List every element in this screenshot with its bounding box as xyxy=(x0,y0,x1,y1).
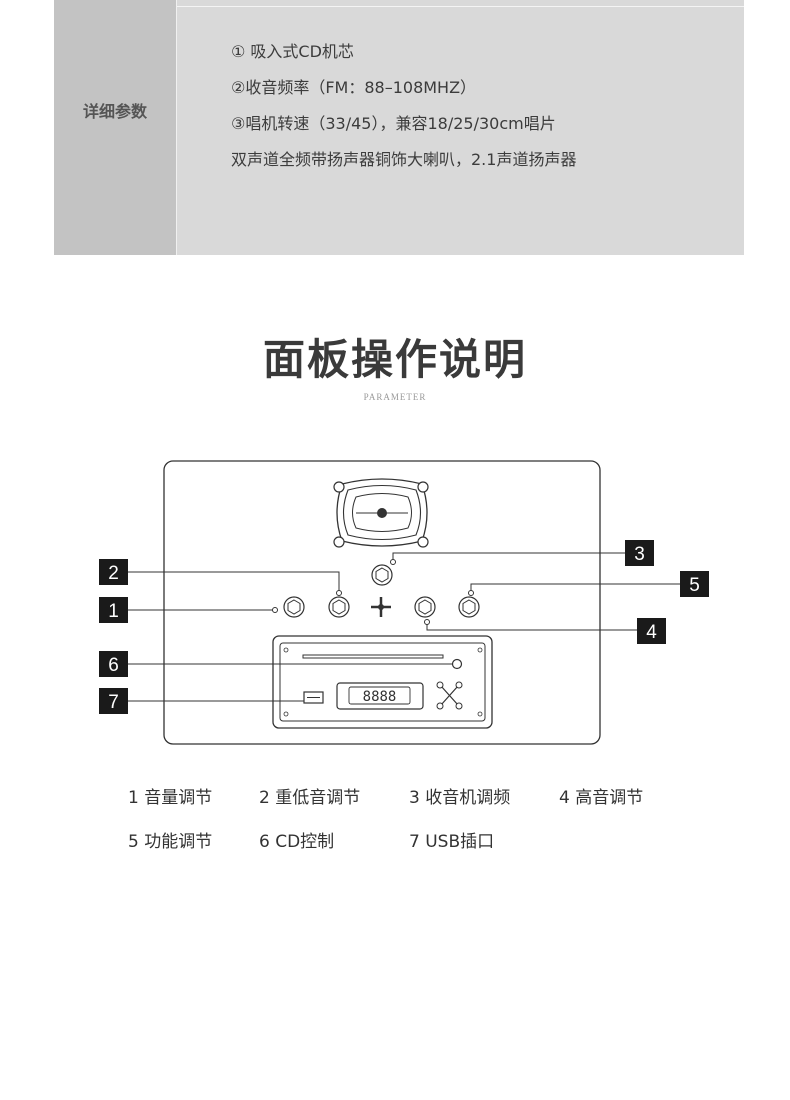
led-display xyxy=(336,682,424,710)
svg-text:1: 1 xyxy=(108,601,119,622)
spec-divider xyxy=(176,0,177,255)
section-subtitle: PARAMETER xyxy=(363,392,427,402)
cd-slot xyxy=(302,654,444,659)
svg-text:5: 5 xyxy=(689,575,700,596)
svg-text:3: 3 xyxy=(634,544,645,565)
legend-item-1: 1 音量调节 xyxy=(128,788,213,808)
legend-item-5: 5 功能调节 xyxy=(128,832,213,852)
svg-text:2: 2 xyxy=(108,563,119,584)
spec-label: 详细参数 xyxy=(82,102,147,121)
spec-label-cell xyxy=(54,0,176,255)
callout-3: 3 xyxy=(390,540,654,566)
spec-table: 详细参数 ① 吸入式CD机芯 ②收音频率（FM：88–108MHZ） ③唱机转速… xyxy=(54,0,744,255)
callout-4: 4 xyxy=(424,618,666,644)
spec-line-2: ②收音频率（FM：88–108MHZ） xyxy=(231,78,477,97)
knob-volume xyxy=(283,596,305,618)
cd-module: 8888 xyxy=(272,635,493,729)
legend-item-4: 4 高音调节 xyxy=(559,788,644,808)
table-top-rule xyxy=(54,6,744,7)
legend-item-6: 6 CD控制 xyxy=(259,832,335,852)
legend-item-2: 2 重低音调节 xyxy=(259,788,361,808)
svg-text:7: 7 xyxy=(108,692,119,713)
callout-2: 2 xyxy=(99,559,342,596)
spec-line-1: ① 吸入式CD机芯 xyxy=(231,42,354,61)
panel-outline xyxy=(163,460,601,745)
cd-button xyxy=(451,658,463,670)
callout-6: 6 xyxy=(99,651,452,677)
legend-item-3: 3 收音机调频 xyxy=(409,788,511,808)
legend-item-7: 7 USB插口 xyxy=(409,832,495,852)
speaker-horn xyxy=(333,478,429,548)
callout-7: 7 xyxy=(99,688,304,714)
usb-port-icon xyxy=(303,691,324,704)
callout-1: 1 xyxy=(99,597,278,623)
cross-ornament-icon xyxy=(371,597,391,617)
spec-line-4: 双声道全频带扬声器铜饰大喇叭，2.1声道扬声器 xyxy=(231,150,577,169)
spec-line-3: ③唱机转速（33/45），兼容18/25/30cm唱片 xyxy=(231,114,556,133)
section-title: 面板操作说明 xyxy=(262,335,527,384)
knob-treble xyxy=(414,596,436,618)
display-digits: 8888 xyxy=(363,689,397,705)
knob-tuning xyxy=(371,564,393,586)
knob-bass xyxy=(328,596,350,618)
spec-lines: ① 吸入式CD机芯 ②收音频率（FM：88–108MHZ） ③唱机转速（33/4… xyxy=(231,40,731,184)
panel-diagram: 8888 1 2 3 4 xyxy=(99,460,709,745)
knob-function xyxy=(458,596,480,618)
callout-5: 5 xyxy=(468,571,709,597)
svg-text:6: 6 xyxy=(108,655,119,676)
svg-text:4: 4 xyxy=(646,622,657,643)
control-pad-icon xyxy=(436,681,463,710)
